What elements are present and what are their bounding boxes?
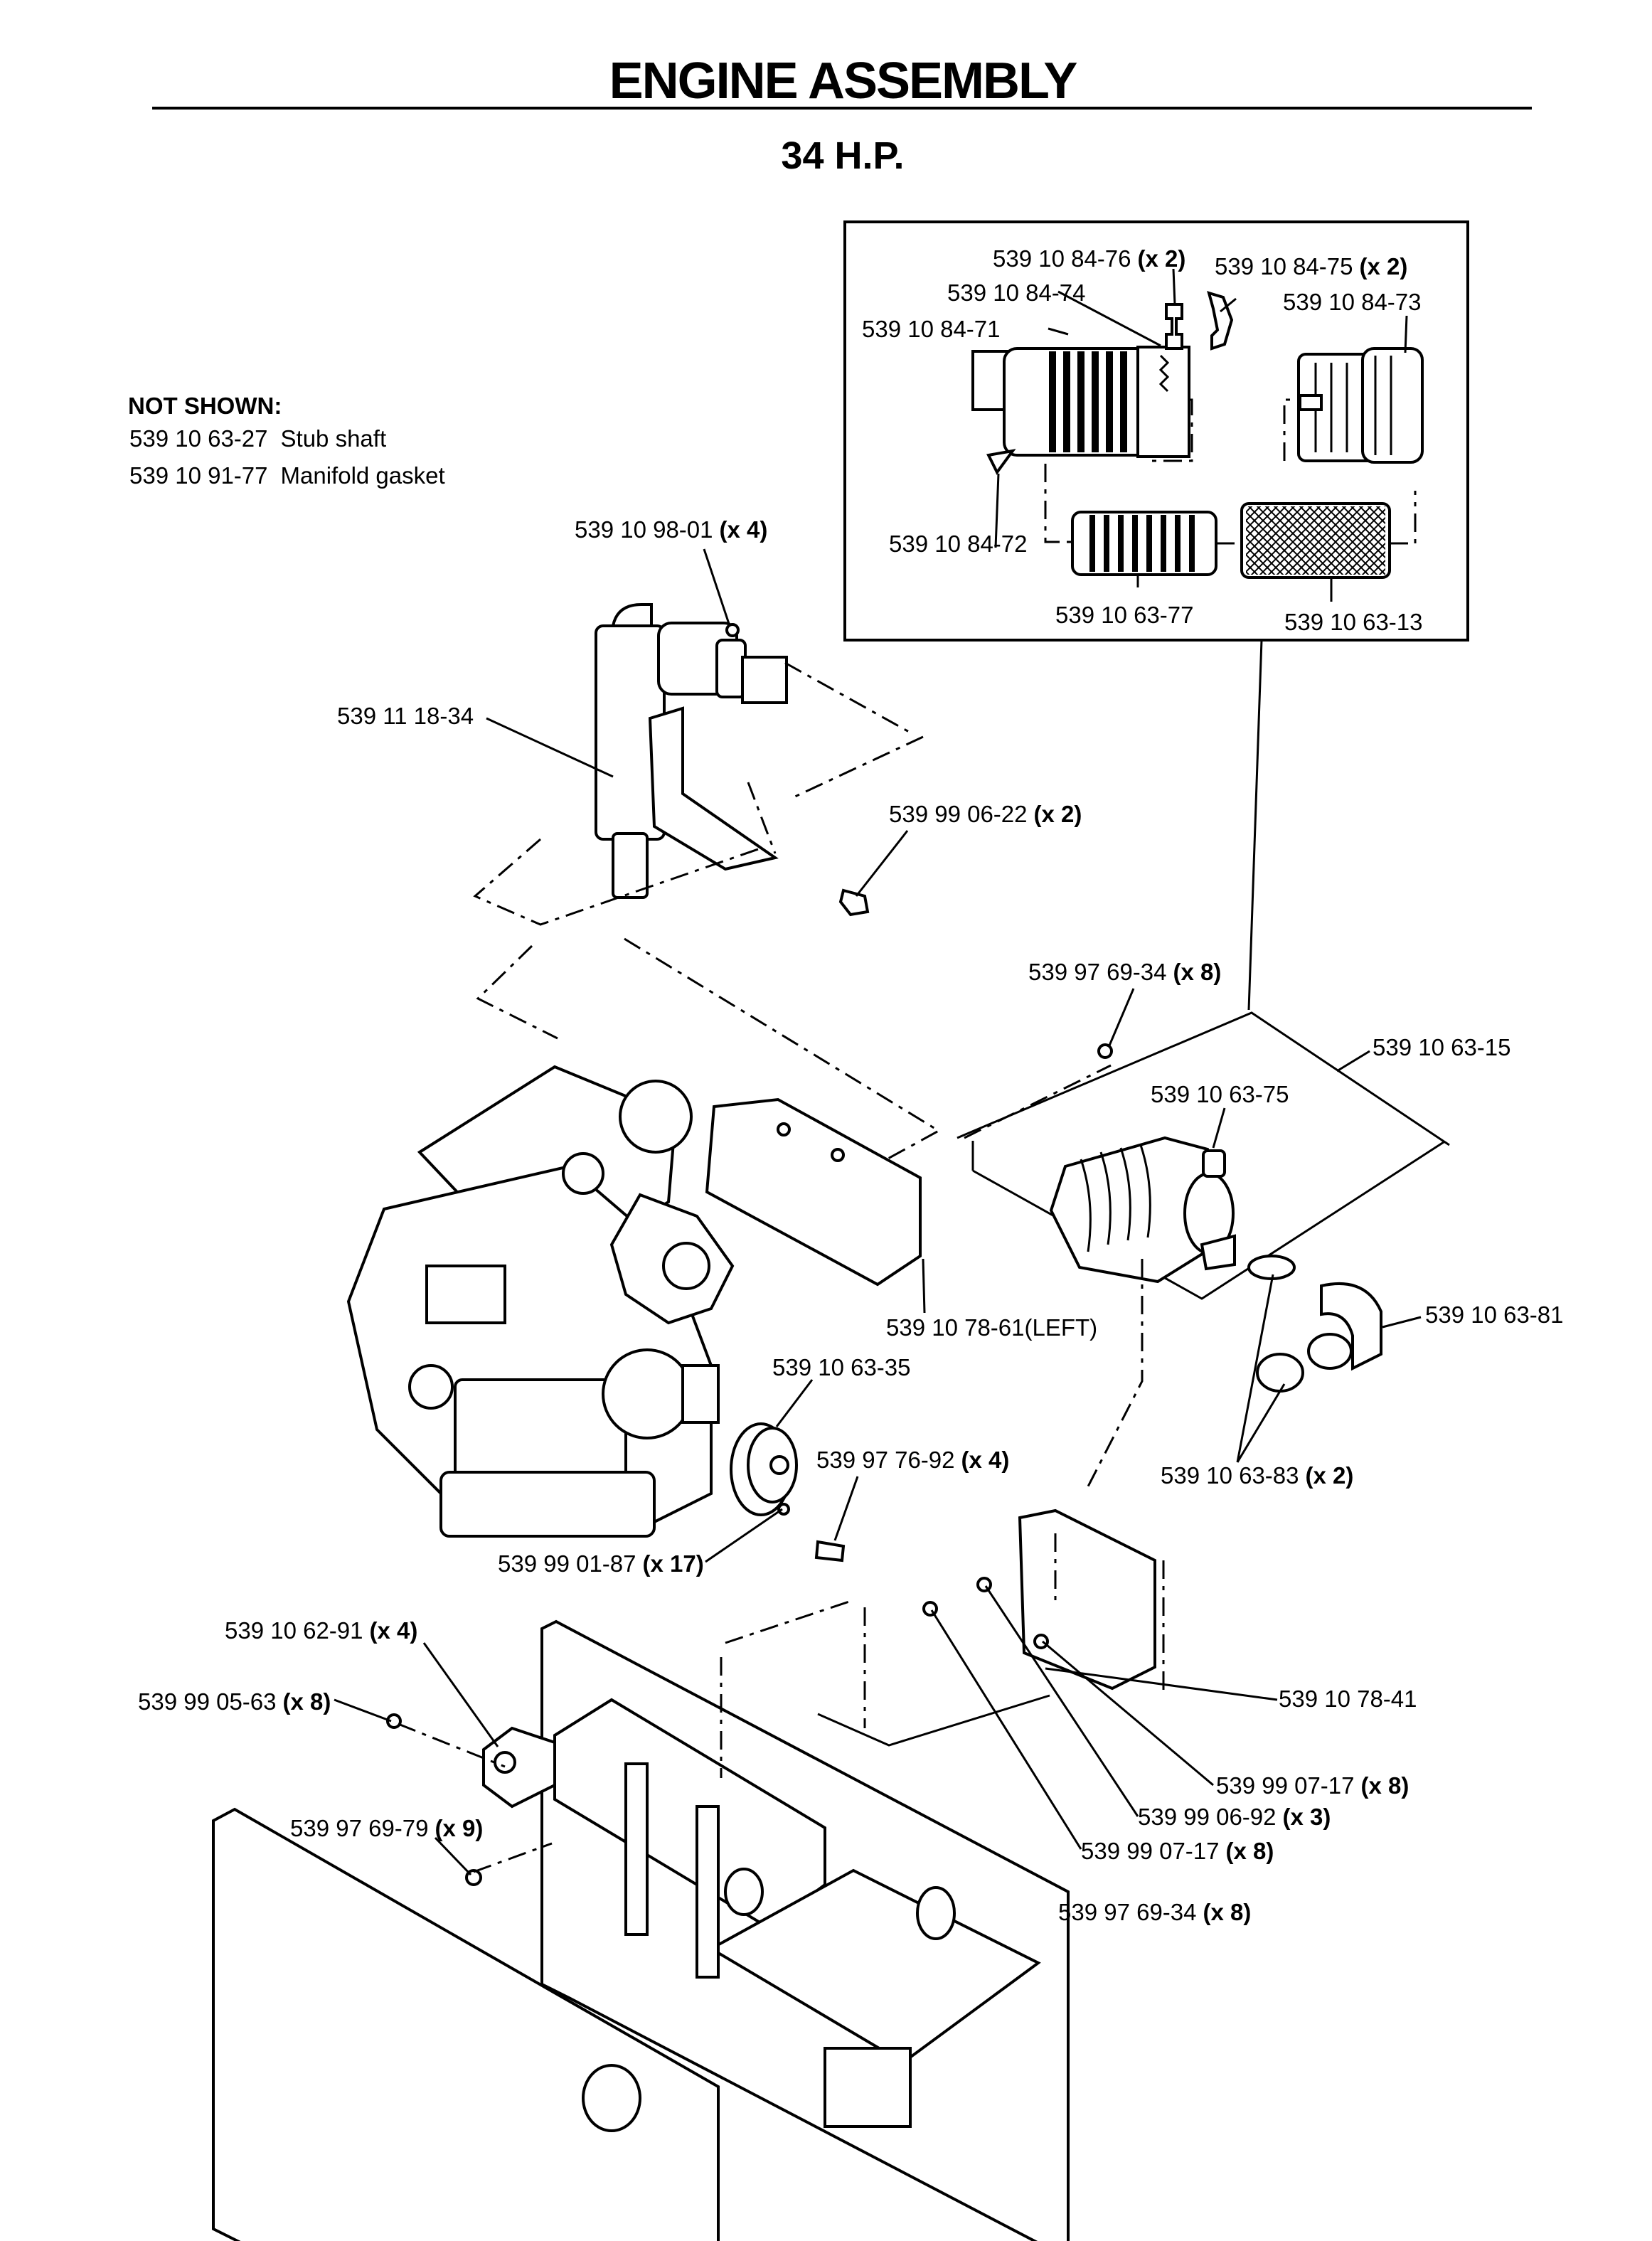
callout-label: 539 11 18-34 <box>337 703 474 729</box>
detail-frame <box>843 220 1469 642</box>
chassis-frame <box>212 1619 1070 2241</box>
not-shown-desc: Stub shaft <box>281 425 387 452</box>
bolt-part <box>838 888 870 917</box>
callout-label: 539 10 84-74 <box>947 280 1086 306</box>
frame-dashes <box>398 1599 866 1873</box>
clamp-part <box>1207 291 1234 351</box>
washer-part <box>777 1503 790 1516</box>
callout-label: 539 10 84-75(x 2) <box>1215 253 1407 280</box>
callout-label: 539 10 63-75 <box>1151 1081 1289 1107</box>
muffler <box>595 603 788 899</box>
air-cleaner-dashes <box>964 1064 1144 1487</box>
leader-lines <box>334 548 1422 1876</box>
hose-clamp <box>1247 1255 1296 1280</box>
callout-label: 539 99 06-92(x 3) <box>1138 1804 1331 1830</box>
callout-label: 539 10 63-77 <box>1055 602 1194 628</box>
not-shown-list: NOT SHOWN: 539 10 63-27 Stub shaft 539 10… <box>128 393 445 489</box>
hose-clamp <box>1256 1353 1304 1393</box>
drive-pulley <box>730 1422 798 1516</box>
engine-mount-bracket-left <box>705 1097 922 1287</box>
callout-label: 539 97 69-34(x 8) <box>1058 1899 1251 1925</box>
not-shown-part: 539 10 91-77 <box>129 462 268 489</box>
nut-part <box>725 623 740 637</box>
not-shown-heading: NOT SHOWN: <box>128 393 282 419</box>
frame-leader <box>817 1694 1050 1747</box>
callout-label: 539 10 78-41 <box>1279 1686 1417 1712</box>
callout-label: 539 99 01-87(x 17) <box>498 1550 704 1577</box>
callout-label: 539 99 07-17(x 8) <box>1216 1772 1409 1799</box>
callout-label: 539 10 63-13 <box>1284 609 1423 635</box>
callout-label: 539 10 63-83(x 2) <box>1161 1462 1353 1489</box>
not-shown-part: 539 10 63-27 <box>129 425 268 452</box>
callout-label: 539 97 69-34(x 8) <box>1028 959 1221 985</box>
secondary-filter-element <box>1240 502 1391 579</box>
callout-label: 539 97 69-79(x 9) <box>290 1815 483 1841</box>
callout-label: 539 10 84-73 <box>1283 289 1422 315</box>
clip-part <box>1165 303 1183 350</box>
bolt-part <box>386 1713 402 1729</box>
callout-label: 539 10 62-91(x 4) <box>225 1617 417 1644</box>
callout-label: 539 99 06-22(x 2) <box>889 801 1082 827</box>
callout-label: 539 99 07-17(x 8) <box>1081 1838 1274 1864</box>
callout-label: 539 10 98-01(x 4) <box>575 516 767 543</box>
bolt-part <box>814 1540 846 1563</box>
title-rule <box>152 107 1532 110</box>
callout-label: 539 99 05-63(x 8) <box>138 1688 331 1715</box>
page-subtitle: 34 H.P. <box>781 134 905 177</box>
elbow-hose <box>1320 1282 1382 1371</box>
callout-labels: 539 10 84-76(x 2) 539 10 84-75(x 2) 539 … <box>138 245 1564 1925</box>
not-shown-desc: Manifold gasket <box>281 462 445 489</box>
engine-isolator <box>482 1726 556 1809</box>
callout-label: 539 97 76-92(x 4) <box>816 1447 1009 1473</box>
pre-cleaner-cover <box>1297 347 1424 464</box>
bolt-part <box>1097 1043 1113 1059</box>
detail-leader <box>1247 639 1263 1011</box>
callout-label: 539 10 84-72 <box>889 531 1028 557</box>
primary-filter-element <box>1071 511 1217 576</box>
engine-mount-bracket-right <box>1018 1508 1156 1691</box>
muffler-dashes <box>473 661 941 1165</box>
callout-label: 539 10 63-81 <box>1425 1302 1564 1328</box>
engine-block <box>346 1065 735 1538</box>
callout-label: 539 10 63-15 <box>1373 1034 1511 1060</box>
callout-label: 539 10 84-71 <box>862 316 1001 342</box>
air-cleaner-body <box>971 346 1190 475</box>
air-filter-detail-box <box>843 220 1469 642</box>
page-title: ENGINE ASSEMBLY <box>609 53 1078 110</box>
air-cleaner-assembly <box>956 1011 1450 1300</box>
callout-label: 539 10 84-76(x 2) <box>993 245 1185 272</box>
callout-label: 539 10 78-61(LEFT) <box>886 1314 1097 1341</box>
callout-label: 539 10 63-35 <box>772 1354 911 1380</box>
